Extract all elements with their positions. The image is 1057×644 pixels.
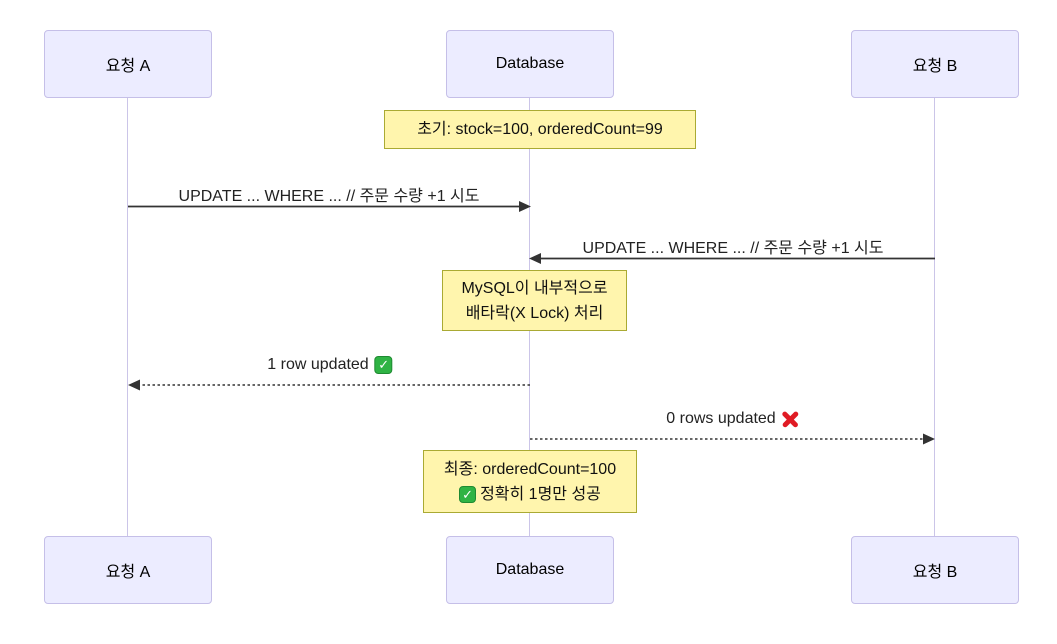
lifeline-request-a — [127, 98, 128, 536]
note-text: 최종: orderedCount=100 — [443, 460, 617, 478]
message-text: 0 rows updated — [666, 410, 776, 427]
check-emoji-icon: ✓ — [374, 356, 393, 374]
arrowhead-left-icon — [128, 379, 140, 391]
message-arrow-3 — [128, 379, 530, 391]
note-final-state: 최종: orderedCount=100 ✓ 정확히 1명만 성공 — [423, 450, 637, 513]
arrowhead-left-icon — [529, 253, 541, 264]
lifeline-request-b — [934, 98, 935, 536]
actor-label: 요청 B — [912, 564, 958, 581]
note-text: 배타락(X Lock) 처리 — [465, 304, 604, 322]
actor-request-a-top[interactable]: 요청 A — [44, 30, 212, 98]
note-text: 초기: stock=100, orderedCount=99 — [417, 121, 663, 138]
actor-request-b-bottom[interactable]: 요청 B — [851, 536, 1019, 604]
message-arrow-4 — [530, 433, 935, 445]
actor-request-b-top[interactable]: 요청 B — [851, 30, 1019, 98]
message-text: UPDATE ... WHERE ... // 주문 수량 +1 시도 — [178, 188, 480, 205]
message-text: UPDATE ... WHERE ... // 주문 수량 +1 시도 — [582, 240, 884, 257]
message-label-3: 1 row updated ✓ — [267, 356, 393, 374]
message-label-2: UPDATE ... WHERE ... // 주문 수량 +1 시도 — [583, 234, 884, 258]
note-text-with-icon: ✓ 정확히 1명만 성공 — [424, 482, 636, 507]
actor-database-top[interactable]: Database — [446, 30, 614, 98]
actor-label: 요청 A — [105, 564, 151, 581]
actor-label: Database — [495, 55, 565, 72]
actor-label: 요청 B — [912, 58, 958, 75]
message-text: 1 row updated — [267, 356, 369, 373]
actor-label: Database — [495, 561, 565, 578]
note-text: MySQL이 내부적으로 — [461, 279, 608, 297]
note-text: 정확히 1명만 성공 — [480, 485, 601, 503]
cross-emoji-icon — [782, 410, 800, 428]
actor-database-bottom[interactable]: Database — [446, 536, 614, 604]
check-glyph: ✓ — [378, 357, 390, 372]
note-initial-state: 초기: stock=100, orderedCount=99 — [384, 110, 696, 149]
message-label-4: 0 rows updated — [666, 410, 800, 428]
note-mysql-lock: MySQL이 내부적으로 배타락(X Lock) 처리 — [442, 270, 627, 331]
message-label-1: UPDATE ... WHERE ... // 주문 수량 +1 시도 — [179, 182, 480, 206]
check-glyph: ✓ — [462, 486, 474, 502]
actor-request-a-bottom[interactable]: 요청 A — [44, 536, 212, 604]
check-emoji-icon: ✓ — [459, 485, 477, 503]
actor-label: 요청 A — [105, 58, 151, 75]
